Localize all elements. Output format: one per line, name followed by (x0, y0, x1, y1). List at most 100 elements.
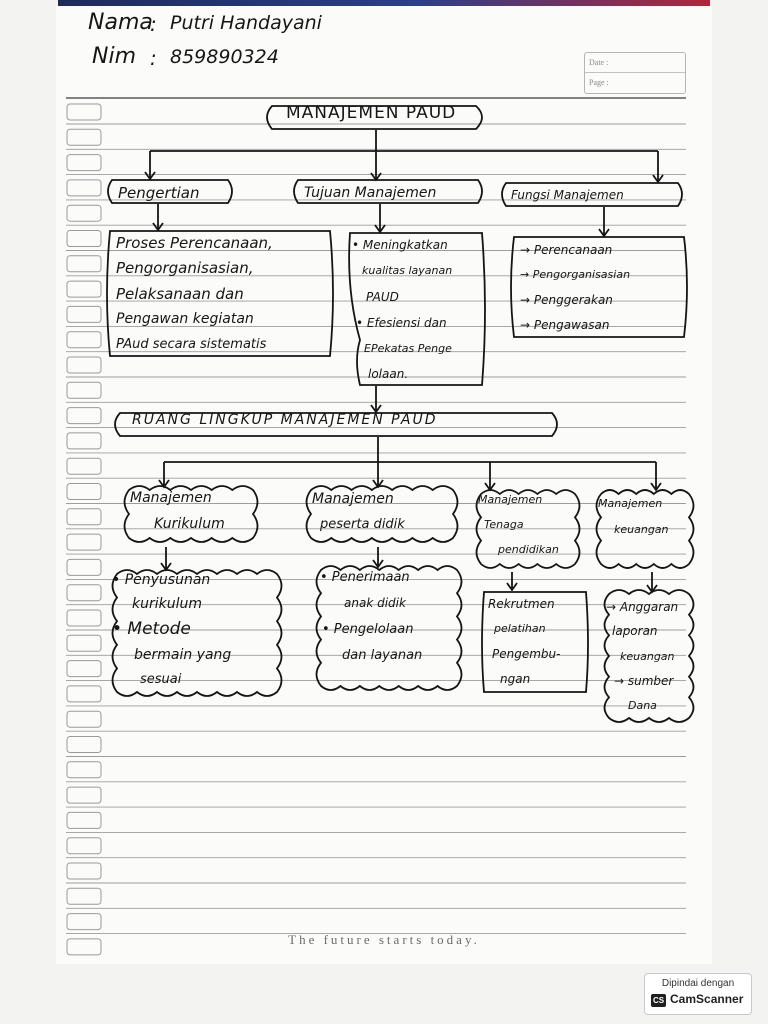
scan-top-edge (58, 0, 710, 6)
date-label: Date : (589, 58, 609, 67)
content-frame-tenaga (481, 591, 589, 693)
margin-box (66, 837, 102, 855)
cloud-keuangan (595, 489, 695, 569)
margin-box (66, 331, 102, 349)
margin-box (66, 407, 102, 425)
margin-box (66, 913, 102, 931)
kurikulum-line-4: bermain yang (134, 647, 232, 663)
connector-bar-kurikulum-head (158, 479, 170, 489)
connector-bar-pengertian-head (144, 171, 156, 181)
margin-box (66, 128, 102, 146)
content-cloud-keuangan (603, 589, 695, 723)
pengertian-line-2: Pengorganisasian, (116, 259, 254, 277)
cloud-keuangan-line-2: keuangan (614, 523, 669, 536)
content-cloud-peserta (315, 565, 463, 691)
margin-box (66, 584, 102, 602)
nama-separator: : (150, 12, 157, 36)
tujuan-content-frame (348, 232, 486, 386)
connector-keuangan-content-head (646, 584, 658, 594)
notebook-footer-slogan: The future starts today. (288, 932, 480, 947)
margin-box (66, 204, 102, 222)
connector-tenaga-content-head (506, 582, 518, 592)
fungsi-line-4: → Pengawasan (520, 318, 610, 332)
scope-title-frame (114, 412, 558, 437)
margin-box (66, 381, 102, 399)
pengertian-line-5: PAud secara sistematis (116, 337, 267, 352)
camscanner-badge: Dipindai dengan CS CamScanner (644, 973, 752, 1015)
keuangan-line-5: Dana (628, 699, 657, 712)
camscanner-logo-icon: CS (651, 994, 666, 1007)
nama-value: Putri Handayani (170, 12, 322, 34)
margin-box (66, 154, 102, 172)
margin-box (66, 230, 102, 247)
tujuan-line-6: lolaan. (368, 367, 409, 381)
margin-box (66, 103, 102, 121)
scanner-caption: Dipindai dengan (661, 978, 735, 989)
date-page-box: Date : Page : (584, 52, 686, 94)
connector-pengertian-content-head (152, 222, 164, 232)
connector-scope-peserta-head (372, 479, 384, 489)
cloud-keuangan-line-1: Manajemen (598, 497, 663, 510)
pengertian-content-frame (106, 230, 334, 357)
margin-box (66, 280, 102, 298)
node-label-tujuan: Tujuan Manajemen (304, 185, 437, 201)
margin-box (66, 887, 102, 905)
tenaga-line-3: Pengembu- (492, 647, 561, 661)
kurikulum-line-3: • Metode (112, 619, 191, 639)
nim-label: Nim (92, 44, 136, 69)
cloud-peserta-line-1: Manajemen (312, 491, 394, 507)
margin-box (66, 533, 102, 551)
cloud-kurikulum-line-1: Manajemen (130, 490, 212, 506)
tujuan-line-3: PAUD (366, 290, 399, 304)
cloud-tenaga (475, 489, 581, 569)
connector-peserta-content-head (372, 559, 384, 569)
kurikulum-line-2: kurikulum (132, 596, 203, 612)
connector-fungsi-content-head (598, 228, 610, 238)
nim-separator: : (150, 46, 157, 70)
fungsi-line-3: → Penggerakan (520, 293, 613, 307)
margin-box (66, 710, 102, 728)
cloud-tenaga-line-1: Manajemen (478, 493, 543, 506)
margin-box (66, 862, 102, 880)
cloud-tenaga-line-3: pendidikan (498, 543, 559, 556)
pengertian-line-4: Pengawan kegiatan (116, 311, 254, 327)
kurikulum-line-5: sesuai (140, 672, 182, 687)
fungsi-line-1: → Perencanaan (520, 243, 613, 257)
keuangan-line-3: keuangan (620, 650, 675, 663)
tenaga-line-1: Rekrutmen (488, 597, 555, 611)
margin-box (66, 786, 102, 804)
margin-box (66, 356, 102, 374)
margin-box (66, 736, 102, 753)
tujuan-line-4: • Efesiensi dan (356, 316, 447, 330)
cloud-peserta-line-2: peserta didik (320, 517, 405, 532)
margin-box (66, 609, 102, 627)
margin-box (66, 558, 102, 576)
peserta-line-4: dan layanan (342, 648, 423, 663)
connector-tujuan-scope-head (370, 404, 382, 414)
keuangan-line-2: laporan (612, 624, 658, 638)
tujuan-line-1: • Meningkatkan (352, 238, 448, 252)
tujuan-line-5: EPekatas Penge (364, 342, 452, 355)
peserta-line-3: • Pengelolaan (322, 622, 414, 637)
main-title-frame (266, 105, 483, 130)
tujuan-label-frame (293, 179, 483, 204)
margin-box (66, 457, 102, 475)
connector-bar-fungsi-head (652, 174, 664, 184)
connector-bar-keuangan-head (650, 482, 662, 492)
margin-box (66, 179, 102, 197)
nama-label: Nama (88, 10, 153, 35)
pengertian-line-3: Pelaksanaan dan (116, 285, 244, 303)
scope-title: RUANG LINGKUP MANAJEMEN PAUD (132, 412, 438, 428)
kurikulum-line-1: • Penyusunan (112, 572, 211, 588)
cloud-tenaga-line-2: Tenaga (484, 518, 524, 531)
node-label-pengertian: Pengertian (118, 184, 200, 202)
scanner-brand: CamScanner (670, 992, 744, 1006)
margin-box (66, 432, 102, 450)
content-cloud-kurikulum (111, 569, 283, 697)
margin-box (66, 634, 102, 652)
fungsi-content-frame (510, 236, 688, 338)
margin-box (66, 483, 102, 500)
node-label-fungsi: Fungsi Manajemen (511, 188, 624, 202)
connector-kurikulum-content-head (160, 562, 172, 572)
